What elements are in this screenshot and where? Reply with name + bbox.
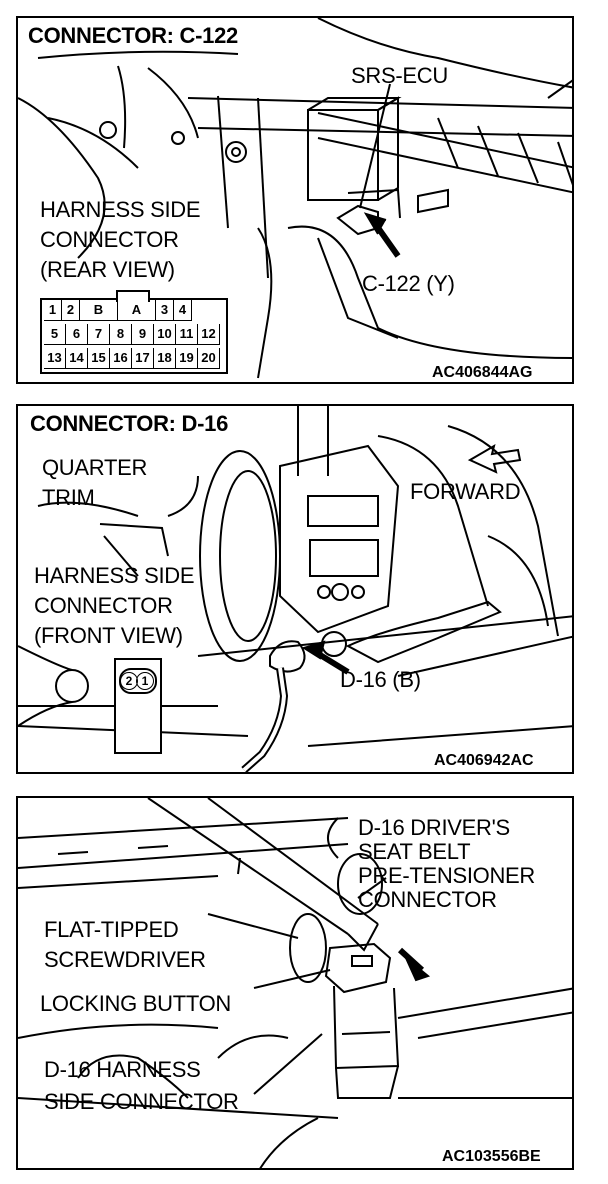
panel-title: CONNECTOR: D-16 [30,411,229,436]
harness-side-label-line3: (REAR VIEW) [40,257,175,282]
flat-tipped-label-line1: FLAT-TIPPED [44,917,179,942]
harness-side-label-line1: D-16 HARNESS [44,1057,201,1082]
pin-cell: 6 [66,324,88,345]
pin-cell: A [118,300,156,321]
seat-belt-retractor-illustration [18,406,572,772]
panel-connector-c122: CONNECTOR: C-122 SRS-ECU HARNESS SIDE CO… [16,16,574,384]
pin-cell: 9 [132,324,154,345]
figure-code: AC103556BE [442,1148,541,1165]
pin-cell: 1 [136,672,154,690]
quarter-trim-label-line1: QUARTER [42,455,148,480]
pin-cell: 14 [66,348,88,369]
pin-cell: 17 [132,348,154,369]
pin-cell: 15 [88,348,110,369]
d16-connector-label-line1: D-16 DRIVER'S [358,815,510,840]
harness-side-label-line1: HARNESS SIDE [34,563,195,588]
screwdriver-unlock-illustration [18,798,572,1168]
harness-side-label-line2: SIDE CONNECTOR [44,1089,239,1114]
pin-cell: 3 [156,300,174,321]
panel-connector-d16: CONNECTOR: D-16 QUARTER TRIM FORWARD HAR… [16,404,574,774]
pin-cell: 18 [154,348,176,369]
pin-cell: B [80,300,118,321]
harness-side-label-line2: CONNECTOR [40,227,179,252]
connector-id-label: C-122 (Y) [362,271,455,296]
connector-pin-diagram: 2 1 [114,658,162,754]
quarter-trim-label-line2: TRIM [42,485,95,510]
figure-code: AC406942AC [434,752,534,769]
forward-label: FORWARD [410,479,521,504]
pin-cell: 10 [154,324,176,345]
pin-cell: 12 [198,324,220,345]
pin-cell: 1 [44,300,62,321]
srs-ecu-label: SRS-ECU [351,63,448,88]
pin-cell: 8 [110,324,132,345]
connector-id-label: D-16 (B) [340,667,421,692]
locking-button-label: LOCKING BUTTON [40,991,231,1016]
d16-connector-label-line4: CONNECTOR [358,887,497,912]
figure-code: AC406844AG [432,364,533,381]
d16-connector-label-line2: SEAT BELT [358,839,471,864]
pin-cell: 2 [62,300,80,321]
srs-ecu-illustration [18,18,572,379]
panel-title: CONNECTOR: C-122 [28,23,238,48]
pin-cell: 16 [110,348,132,369]
harness-side-label-line1: HARNESS SIDE [40,197,201,222]
pin-cell: 20 [198,348,220,369]
d16-connector-label-line3: PRE-TENSIONER [358,863,536,888]
flat-tipped-label-line2: SCREWDRIVER [44,947,206,972]
pin-cell: 11 [176,324,198,345]
pin-cell: 19 [176,348,198,369]
connector-pin-diagram: 1 2 B A 3 4 5 6 7 8 9 10 11 12 13 14 15 … [40,290,228,374]
pin-cell: 4 [174,300,192,321]
pin-cell: 13 [44,348,66,369]
panel-disconnect-procedure: D-16 DRIVER'S SEAT BELT PRE-TENSIONER CO… [16,796,574,1170]
harness-side-label-line2: CONNECTOR [34,593,173,618]
pin-cell: 5 [44,324,66,345]
pin-cell: 7 [88,324,110,345]
connector-latch [116,290,150,302]
harness-side-label-line3: (FRONT VIEW) [34,623,183,648]
